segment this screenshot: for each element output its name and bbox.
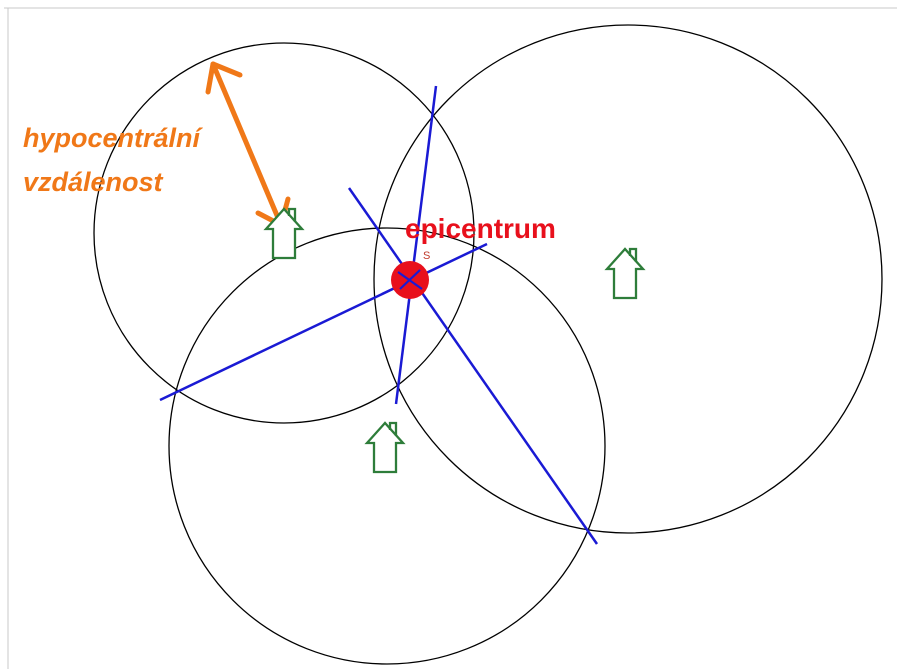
small-mark-label: S — [423, 250, 430, 262]
epicenter-label: epicentrum — [405, 213, 556, 244]
circle-upper-left — [93, 42, 475, 424]
house-icon — [604, 247, 646, 300]
distance-label-line2: vzdálenost — [23, 167, 164, 197]
chord-upper-left-lower — [159, 242, 488, 402]
house-icon — [263, 207, 305, 260]
circle-lower — [168, 227, 606, 665]
chord-upper-left-right — [394, 85, 438, 405]
chord-right-lower — [347, 187, 599, 545]
house-icon — [364, 421, 406, 474]
epicenter-cross-icon — [397, 269, 423, 290]
double-arrow-icon — [205, 61, 291, 228]
circle-right — [373, 24, 883, 534]
distance-label-line1: hypocentrální — [23, 123, 204, 153]
